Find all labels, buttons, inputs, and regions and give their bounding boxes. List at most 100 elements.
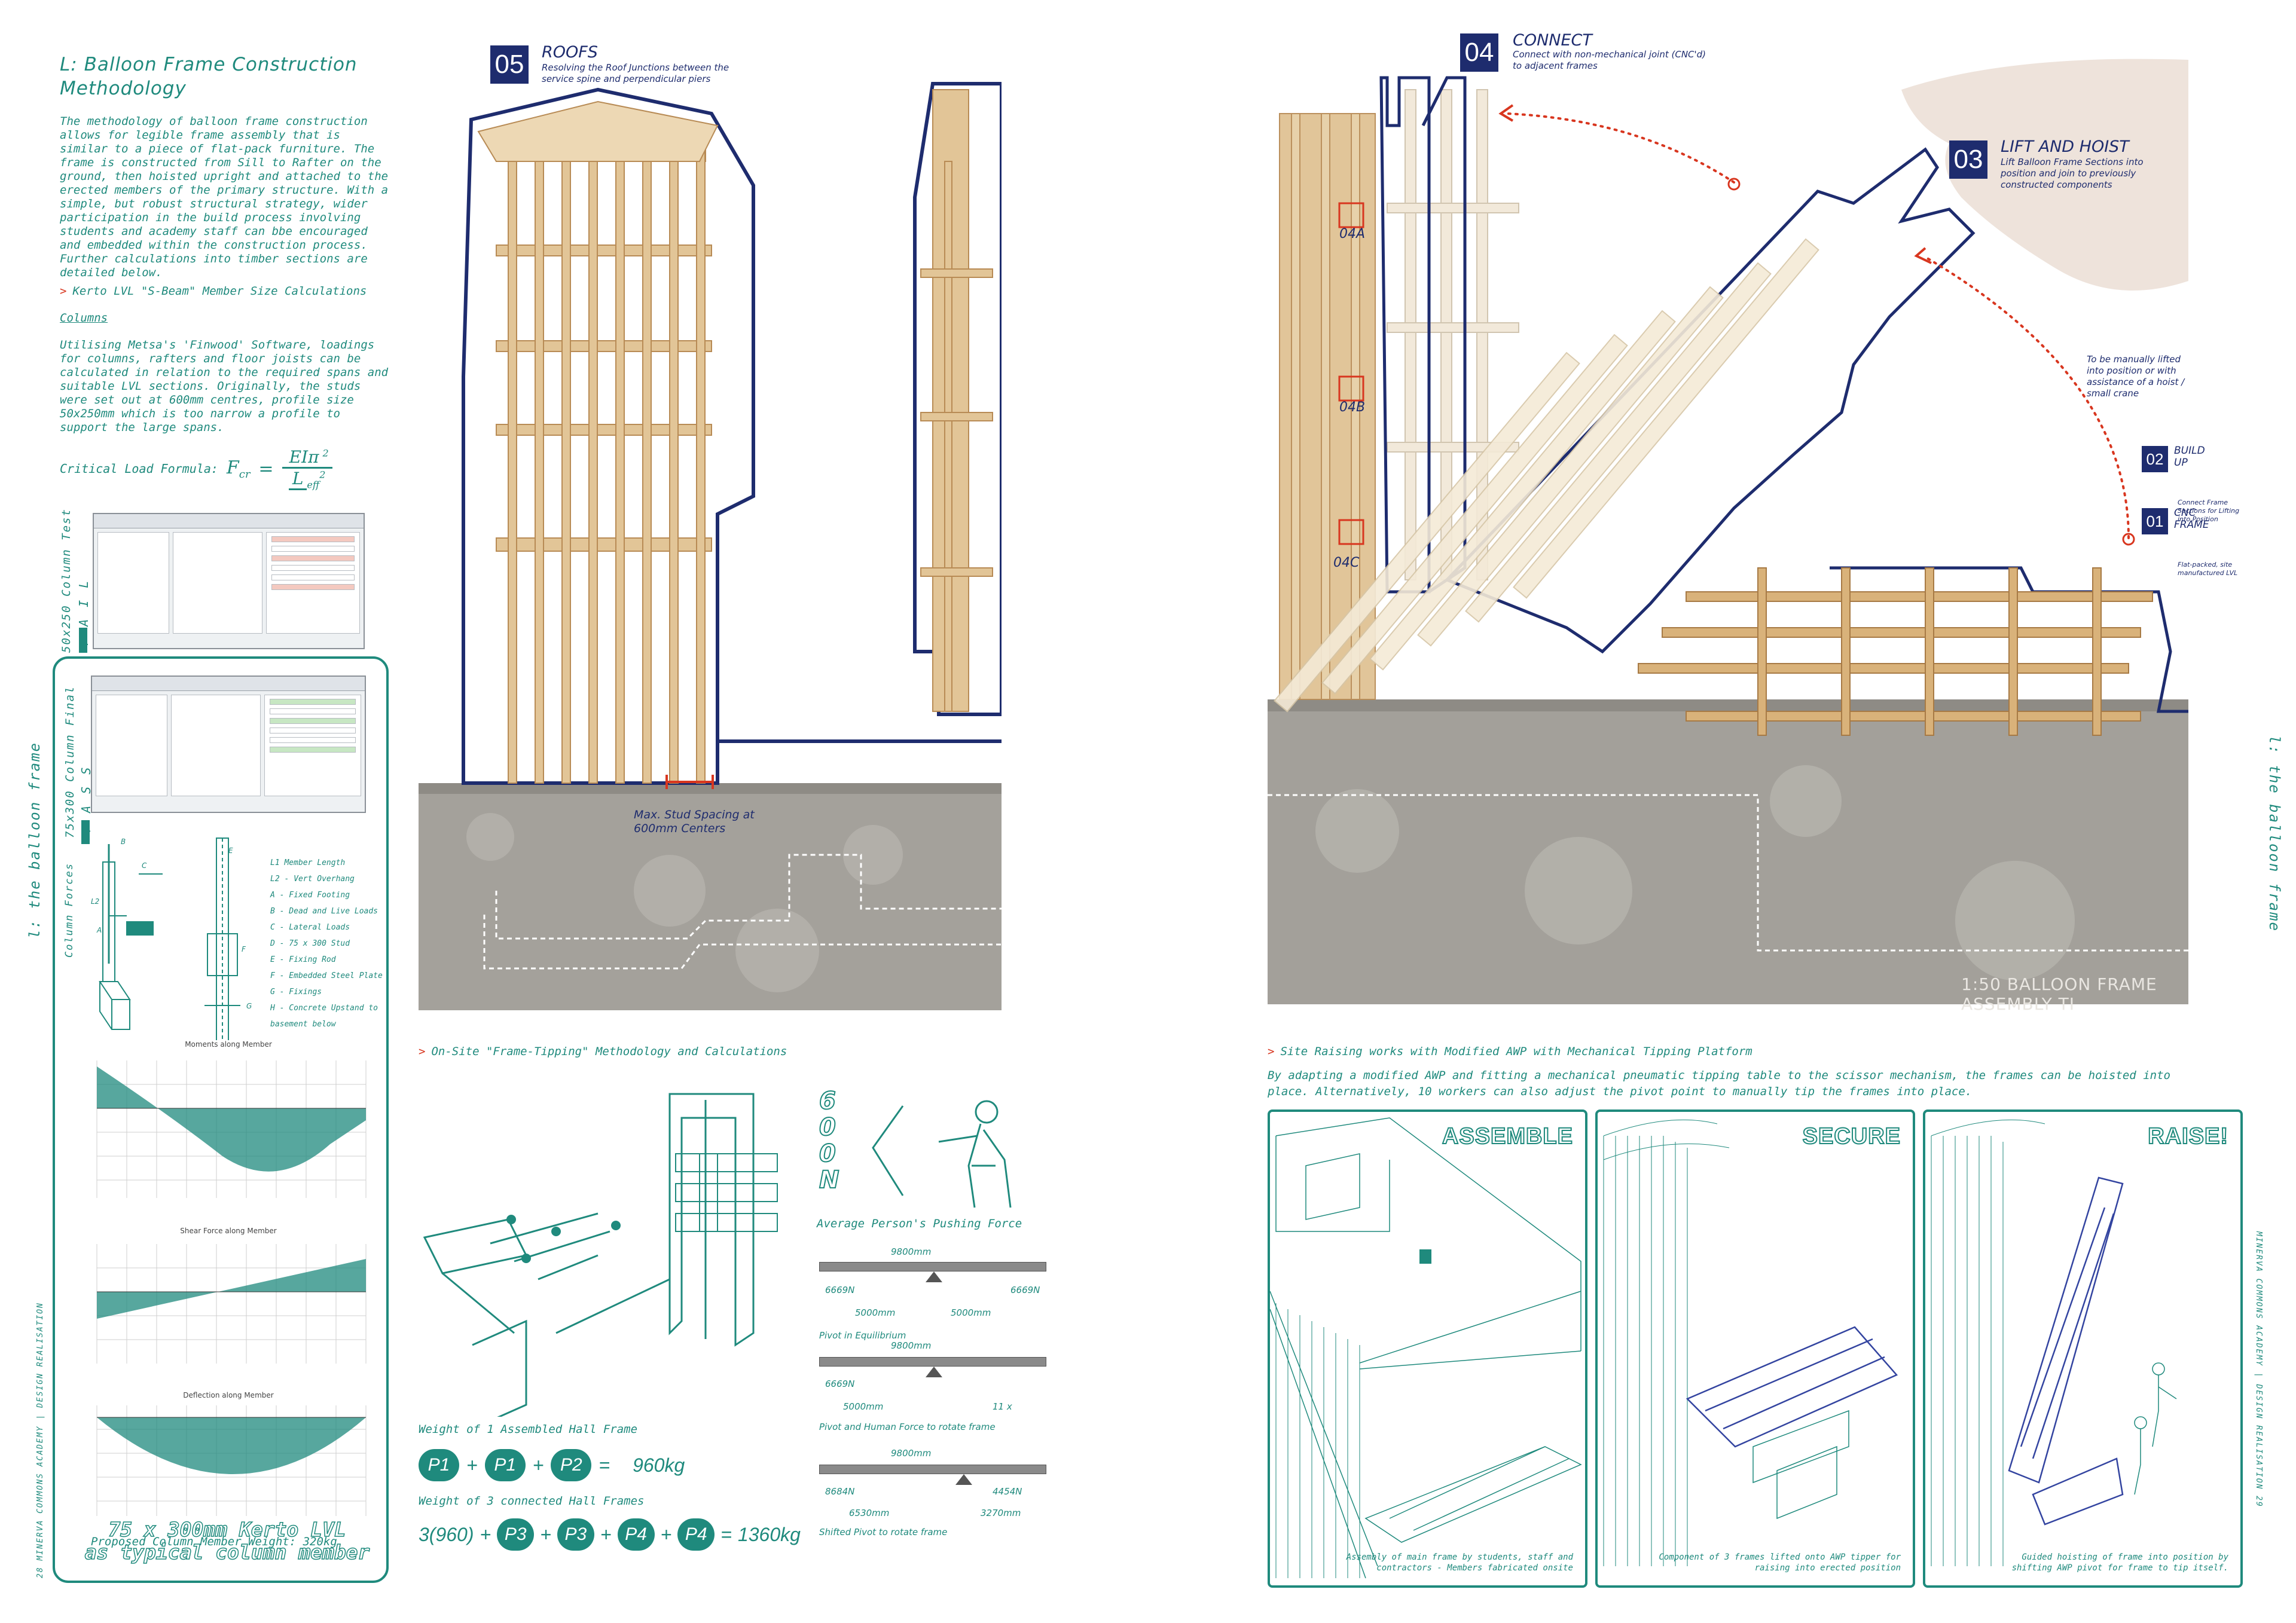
deflection-chart: Deflection along Member bbox=[79, 1391, 378, 1529]
shear-chart-plot bbox=[96, 1244, 367, 1364]
pushing-force-value: 6 0 0 N bbox=[819, 1087, 839, 1194]
formula-equals: = bbox=[258, 458, 274, 479]
svg-text:B: B bbox=[121, 838, 126, 846]
site-raising-desc: By adapting a modified AWP and fitting a… bbox=[1268, 1069, 2170, 1098]
pivot-marker bbox=[955, 1474, 972, 1485]
part-pill-p4: P4 bbox=[617, 1518, 655, 1551]
stud-spacing-annotation: Max. Stud Spacing at 600mm Centers bbox=[634, 808, 755, 835]
beam-span: 9800mm bbox=[891, 1340, 932, 1351]
pass-panel: 75x300 Column Final P A S S Column Force… bbox=[53, 656, 389, 1583]
step-title-lift: LIFT AND HOIST bbox=[2001, 137, 2129, 156]
step-badge-04: 04 bbox=[1460, 33, 1498, 72]
pivot-beam-2: 9800mm 6669N 11 x 5000mm Pivot and Human… bbox=[813, 1340, 1052, 1432]
weight-1-result: 960kg bbox=[633, 1454, 685, 1476]
svg-text:A: A bbox=[96, 926, 102, 934]
columns-heading: Columns bbox=[60, 311, 108, 325]
beam-load: 6669N bbox=[825, 1285, 855, 1295]
step-desc-build-up: Connect Frame Sections for Lifting into … bbox=[2178, 499, 2240, 523]
step-title-connect: CONNECT bbox=[1513, 31, 1592, 50]
pivot-marker bbox=[926, 1367, 942, 1377]
panel-secure: SECURE Component of 3 frames lifted onto… bbox=[1595, 1109, 1915, 1588]
site-raising-heading-text: Site Raising works with Modified AWP wit… bbox=[1280, 1045, 1752, 1058]
roof-model-illustration bbox=[419, 82, 1002, 1010]
step-badge-05: 05 bbox=[490, 45, 529, 84]
weight-3-equation: 3(960) + P3 + P3 + P4 + P4 = 1360kg bbox=[419, 1518, 801, 1551]
scale-stamp: 1:50 BALLOON FRAME ASSEMBLY TI bbox=[1961, 974, 2157, 1014]
deflection-chart-title: Deflection along Member bbox=[183, 1391, 274, 1399]
software-screenshot-fail bbox=[93, 513, 365, 649]
part-pill-p1: P1 bbox=[484, 1449, 526, 1481]
svg-text:E: E bbox=[228, 846, 233, 855]
weight-3-result: 1360kg bbox=[737, 1523, 801, 1545]
formula-label: Critical Load Formula: bbox=[60, 461, 218, 476]
kerto-heading: > Kerto LVL "S-Beam" Member Size Calculat… bbox=[60, 285, 367, 298]
beam-caption: Pivot and Human Force to rotate frame bbox=[819, 1422, 996, 1432]
beam-bar bbox=[819, 1465, 1046, 1474]
side-title-left: l: the balloon frame bbox=[26, 742, 43, 939]
site-raising-heading: >Site Raising works with Modified AWP wi… bbox=[1268, 1045, 1752, 1058]
part-pill-p4: P4 bbox=[677, 1518, 715, 1551]
beam-length: 3270mm bbox=[981, 1508, 1021, 1518]
pivot-beam-diagrams: 9800mm 6669N 6669N 5000mm 5000mm Pivot i… bbox=[813, 1246, 1052, 1444]
svg-text:F: F bbox=[242, 945, 246, 953]
footer-left: 28 MINERVA COMMONS ACADEMY | DESIGN REAL… bbox=[36, 1302, 45, 1578]
legend-item: G - Fixings bbox=[270, 988, 322, 997]
hoist-note: To be manually lifted into position or w… bbox=[2087, 354, 2185, 399]
panel-word-secure: SECURE bbox=[1802, 1123, 1901, 1150]
final-line-2: as typical column member bbox=[84, 1541, 370, 1564]
svg-text:C: C bbox=[142, 861, 147, 870]
step-desc-connect: Connect with non-mechanical joint (CNC'd… bbox=[1513, 49, 1706, 71]
shear-chart: Shear Force along Member bbox=[79, 1227, 378, 1376]
assemble-illustration bbox=[1270, 1117, 1582, 1579]
panel-raise: RAISE! Guided hoisting of frame into pos… bbox=[1923, 1109, 2243, 1588]
beam-caption: Shifted Pivot to rotate frame bbox=[819, 1527, 948, 1538]
part-pill-p1: P1 bbox=[419, 1449, 459, 1481]
push-force-label: Average Person's Pushing Force bbox=[817, 1217, 1022, 1230]
assembly-model-illustration bbox=[1268, 59, 2188, 1004]
beam-load: 6669N bbox=[825, 1379, 855, 1389]
beam-load: 8684N bbox=[825, 1486, 855, 1497]
moments-chart-title: Moments along Member bbox=[185, 1040, 272, 1049]
svg-text:L2: L2 bbox=[91, 897, 99, 906]
part-pill-p3: P3 bbox=[557, 1518, 594, 1551]
step-desc-roofs: Resolving the Roof Junctions between the… bbox=[542, 62, 729, 84]
intro-paragraph: The methodology of balloon frame constru… bbox=[60, 115, 389, 279]
beam-length: 5000mm bbox=[843, 1401, 884, 1412]
step-desc-lift: Lift Balloon Frame Sections into positio… bbox=[2001, 157, 2144, 190]
beam-load: 6669N bbox=[1010, 1285, 1040, 1295]
page-title-line-1: L: Balloon Frame Construction bbox=[60, 54, 358, 75]
step-badge-01: 01 bbox=[2142, 508, 2168, 534]
step-badge-03: 03 bbox=[1949, 140, 1987, 179]
fail-marker bbox=[79, 628, 87, 653]
beam-caption: Pivot in Equilibrium bbox=[819, 1330, 906, 1341]
model-photo-roofs: 05 ROOFS Resolving the Roof Junctions be… bbox=[419, 42, 1002, 1010]
pass-marker bbox=[81, 820, 90, 844]
force-legend: L1 Member Length L2 - Vert Overhang A - … bbox=[270, 855, 384, 1032]
column-weight: Proposed Column Member Weight: 320kg bbox=[91, 1535, 337, 1548]
final-member-spec: 75 x 300mm Kerto LVL as typical column m… bbox=[84, 1518, 371, 1564]
kerto-heading-text: Kerto LVL "S-Beam" Member Size Calculati… bbox=[72, 285, 367, 298]
page-title: L: Balloon Frame Construction Methodolog… bbox=[60, 53, 395, 100]
arrow-icon: > bbox=[60, 285, 67, 298]
weight-1-equation: P1 + P1 + P2 = 960kg bbox=[419, 1449, 685, 1481]
legend-item: C - Lateral Loads bbox=[270, 923, 350, 932]
legend-item: F - Embedded Steel Plate bbox=[270, 971, 383, 980]
tipping-heading-text: On-Site "Frame-Tipping" Methodology and … bbox=[431, 1045, 787, 1058]
joint-label: 04B bbox=[1339, 400, 1366, 415]
panel-caption-assemble: Assembly of main frame by students, staf… bbox=[1346, 1552, 1573, 1573]
columns-paragraph: Utilising Metsa's 'Finwood' Software, lo… bbox=[60, 338, 389, 434]
left-column: L: Balloon Frame Construction Methodolog… bbox=[0, 0, 419, 1623]
tipping-heading: >On-Site "Frame-Tipping" Methodology and… bbox=[419, 1045, 787, 1058]
legend-item: H - Concrete Upstand to basement below bbox=[270, 1004, 378, 1029]
beam-bar bbox=[819, 1357, 1046, 1367]
pivot-marker bbox=[926, 1271, 942, 1282]
beam-multiplier: 11 x bbox=[993, 1401, 1012, 1412]
weight-3-label: Weight of 3 connected Hall Frames bbox=[419, 1494, 645, 1508]
final-line-1: 75 x 300mm Kerto LVL bbox=[108, 1518, 347, 1542]
legend-item: L1 Member Length bbox=[270, 858, 346, 867]
step-title-cnc: CNC FRAME bbox=[2174, 507, 2209, 531]
footer-right: MINERVA COMMONS ACADEMY | DESIGN REALISA… bbox=[2254, 1231, 2263, 1508]
software-screenshot-pass bbox=[91, 676, 366, 813]
panel-word-assemble: ASSEMBLE bbox=[1442, 1123, 1573, 1150]
